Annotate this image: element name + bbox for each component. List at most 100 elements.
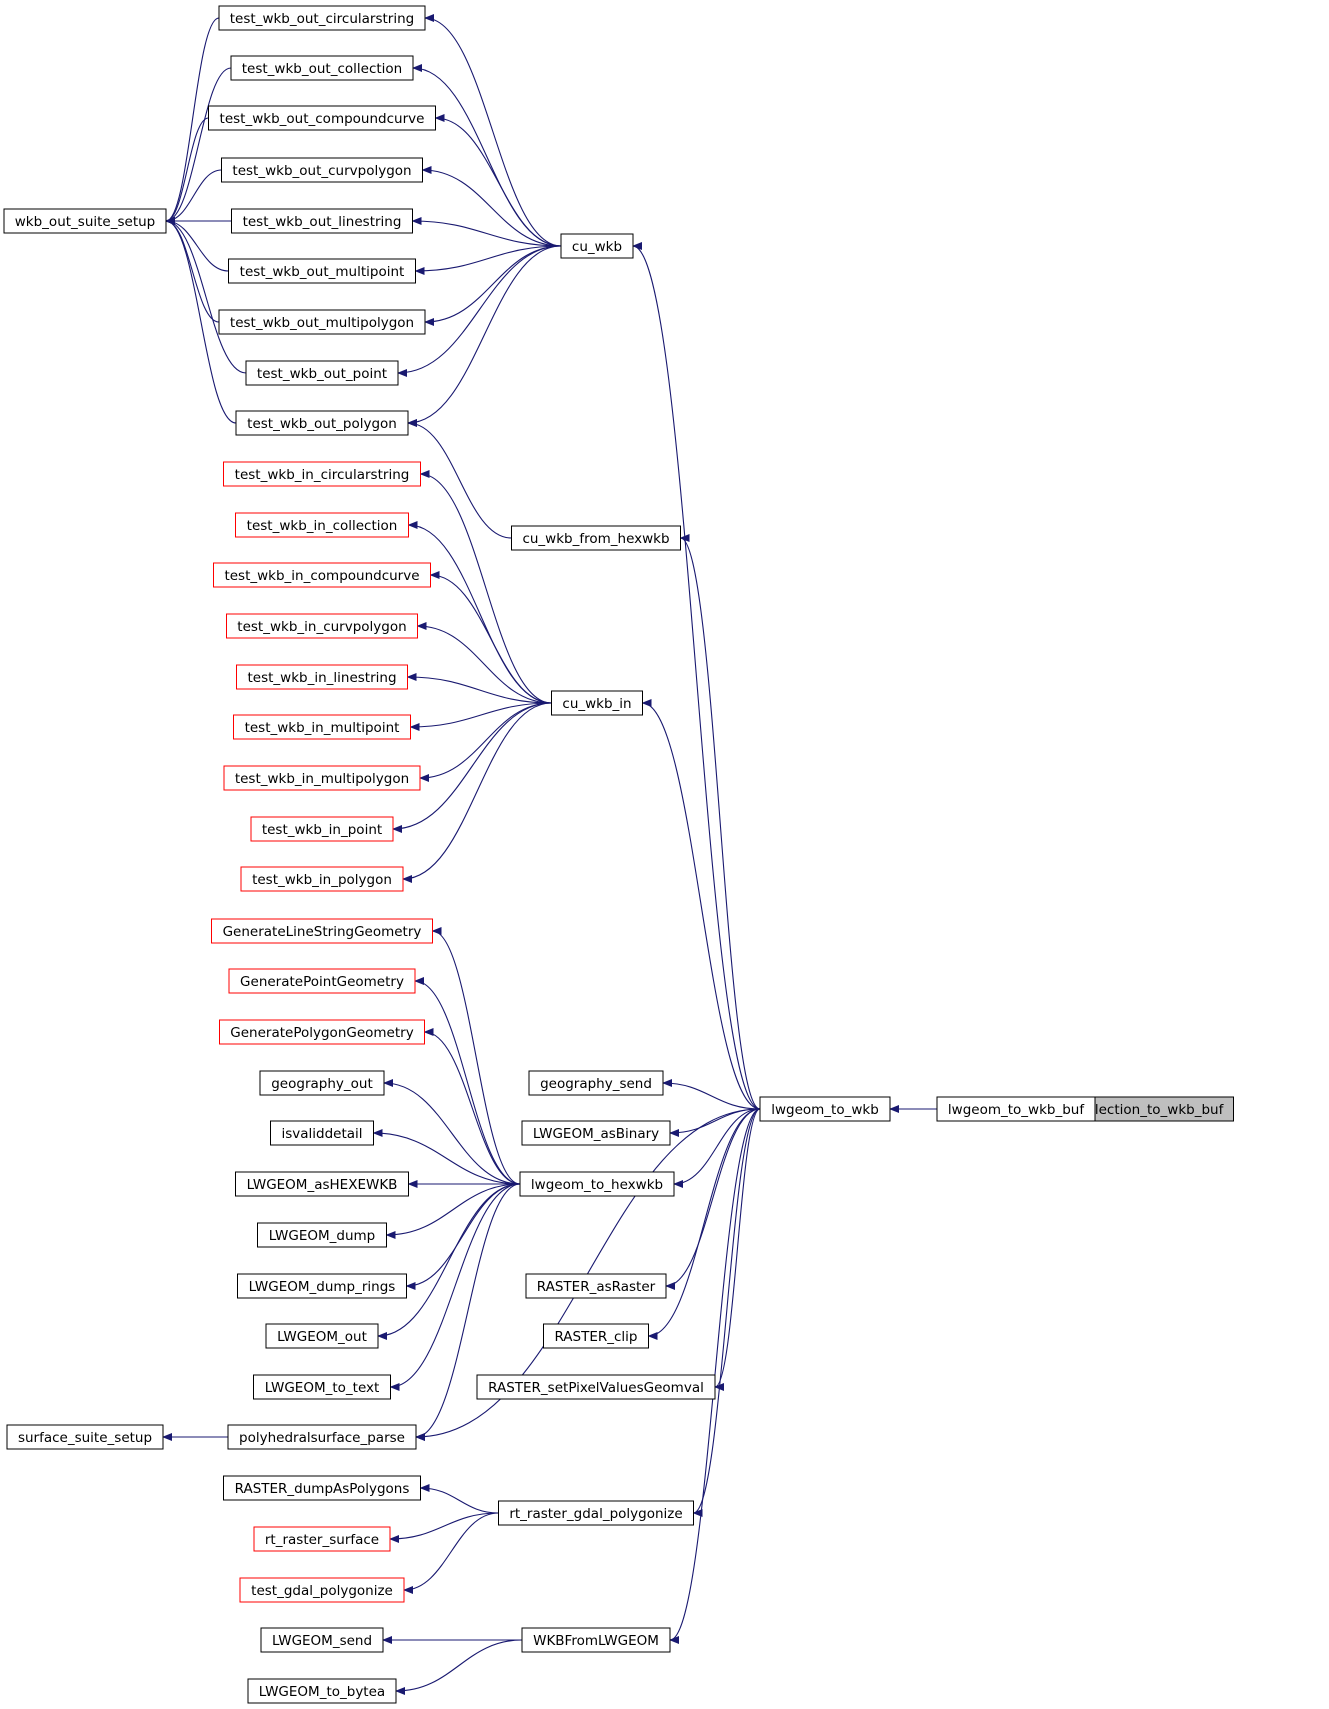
node-test_wkb_out_collection[interactable]: test_wkb_out_collection (230, 55, 414, 81)
node-label: test_wkb_in_compoundcurve (224, 568, 419, 584)
node-cu_wkb_from_hexwkb[interactable]: cu_wkb_from_hexwkb (511, 525, 681, 551)
node-label: test_wkb_out_collection (242, 61, 402, 77)
node-test_wkb_out_linestring[interactable]: test_wkb_out_linestring (231, 208, 413, 234)
edge-rt_raster_gdal_polygonize-to-rt_raster_surface (389, 1512, 499, 1543)
node-label: LWGEOM_asHEXEWKB (247, 1177, 398, 1193)
edge-cu_wkb-to-test_wkb_out_curvpolygon (421, 166, 562, 247)
node-test_wkb_in_circularstring[interactable]: test_wkb_in_circularstring (223, 461, 421, 487)
node-label: polyhedralsurface_parse (239, 1430, 405, 1446)
node-label: test_wkb_in_circularstring (235, 467, 410, 483)
edge-cu_wkb-to-test_wkb_out_collection (412, 64, 562, 247)
node-LWGEOM_to_bytea[interactable]: LWGEOM_to_bytea (247, 1678, 397, 1704)
edge-test_wkb_out_polygon-to-wkb_out_suite_setup (165, 217, 237, 424)
node-test_wkb_in_compoundcurve[interactable]: test_wkb_in_compoundcurve (213, 562, 431, 588)
node-label: geography_out (271, 1076, 373, 1092)
node-label: wkb_out_suite_setup (15, 214, 155, 230)
node-box (759, 1096, 891, 1122)
node-test_wkb_out_multipolygon[interactable]: test_wkb_out_multipolygon (218, 309, 426, 335)
node-test_wkb_in_multipolygon[interactable]: test_wkb_in_multipolygon (223, 765, 421, 791)
node-test_wkb_out_polygon[interactable]: test_wkb_out_polygon (235, 410, 409, 436)
edge-lwgeom_to_hexwkb-to-isvaliddetail (372, 1129, 521, 1185)
node-box (519, 1171, 675, 1197)
node-test_wkb_in_curvpolygon[interactable]: test_wkb_in_curvpolygon (226, 613, 418, 639)
edge-test_wkb_out_multipolygon-to-wkb_out_suite_setup (165, 217, 220, 323)
node-test_wkb_out_circularstring[interactable]: test_wkb_out_circularstring (218, 5, 426, 31)
node-RASTER_clip[interactable]: RASTER_clip (543, 1323, 649, 1349)
node-box (235, 1171, 409, 1197)
node-lwgeom_to_wkb[interactable]: lwgeom_to_wkb (759, 1096, 891, 1122)
node-isvaliddetail[interactable]: isvaliddetail (270, 1120, 374, 1146)
edge-lwgeom_to_hexwkb-to-geography_out (383, 1079, 521, 1185)
node-test_wkb_in_multipoint[interactable]: test_wkb_in_multipoint (233, 714, 411, 740)
node-box (211, 918, 433, 944)
node-label: rt_raster_gdal_polygonize (509, 1506, 682, 1522)
node-test_wkb_in_point[interactable]: test_wkb_in_point (250, 816, 394, 842)
edge-lwgeom_to_hexwkb-to-GeneratePointGeometry (414, 977, 521, 1185)
node-box (219, 1019, 425, 1045)
node-test_wkb_out_curvpolygon[interactable]: test_wkb_out_curvpolygon (221, 157, 423, 183)
edge-cu_wkb_in-to-test_wkb_in_collection (407, 521, 552, 704)
edge-test_wkb_out_circularstring-to-wkb_out_suite_setup (165, 17, 220, 225)
edge-lwgeom_to_hexwkb-to-GenerateLineStringGeometry (431, 927, 521, 1185)
node-test_wkb_in_linestring[interactable]: test_wkb_in_linestring (236, 664, 408, 690)
node-GeneratePointGeometry[interactable]: GeneratePointGeometry (228, 968, 416, 994)
node-surface_suite_setup[interactable]: surface_suite_setup (6, 1424, 164, 1450)
node-box (223, 461, 421, 487)
node-polyhedralsurface_parse[interactable]: polyhedralsurface_parse (227, 1424, 417, 1450)
node-geography_send[interactable]: geography_send (528, 1070, 664, 1096)
edge-cu_wkb_in-to-test_wkb_in_point (392, 702, 552, 833)
node-box (250, 816, 394, 842)
node-box (231, 208, 413, 234)
node-RASTER_asRaster[interactable]: RASTER_asRaster (525, 1273, 667, 1299)
node-box (213, 562, 431, 588)
node-wkb_out_suite_setup[interactable]: wkb_out_suite_setup (3, 208, 167, 234)
node-test_wkb_in_collection[interactable]: test_wkb_in_collection (235, 512, 409, 538)
node-label: GenerateLineStringGeometry (223, 924, 422, 940)
node-test_wkb_out_compoundcurve[interactable]: test_wkb_out_compoundcurve (208, 105, 436, 131)
node-lwgeom_to_wkb_buf[interactable]: lwgeom_to_wkb_buf (936, 1096, 1096, 1122)
node-test_wkb_in_polygon[interactable]: test_wkb_in_polygon (240, 866, 404, 892)
node-LWGEOM_dump[interactable]: LWGEOM_dump (257, 1222, 387, 1248)
node-LWGEOM_send[interactable]: LWGEOM_send (260, 1627, 384, 1653)
node-LWGEOM_dump_rings[interactable]: LWGEOM_dump_rings (237, 1273, 407, 1299)
node-label: isvaliddetail (281, 1126, 362, 1142)
node-label: LWGEOM_dump_rings (249, 1279, 396, 1295)
node-LWGEOM_to_text[interactable]: LWGEOM_to_text (253, 1374, 391, 1400)
node-test_wkb_out_multipoint[interactable]: test_wkb_out_multipoint (228, 258, 416, 284)
node-label: geography_send (540, 1076, 652, 1092)
node-test_wkb_out_point[interactable]: test_wkb_out_point (245, 360, 399, 386)
node-box (521, 1120, 671, 1146)
node-rt_raster_gdal_polygonize[interactable]: rt_raster_gdal_polygonize (498, 1500, 694, 1526)
node-label: GeneratePointGeometry (240, 974, 404, 990)
node-box (226, 613, 418, 639)
node-LWGEOM_asHEXEWKB[interactable]: LWGEOM_asHEXEWKB (235, 1171, 409, 1197)
node-label: test_wkb_out_multipoint (240, 264, 405, 280)
edge-cu_wkb_in-to-test_wkb_in_linestring (406, 673, 552, 704)
node-lwgeom_to_hexwkb[interactable]: lwgeom_to_hexwkb (519, 1171, 675, 1197)
node-label: LWGEOM_asBinary (533, 1126, 659, 1142)
node-label: test_wkb_out_point (257, 366, 387, 382)
node-RASTER_setPixelValuesGeomval[interactable]: RASTER_setPixelValuesGeomval (476, 1374, 716, 1400)
node-box (528, 1070, 664, 1096)
node-LWGEOM_out[interactable]: LWGEOM_out (265, 1323, 379, 1349)
node-box (236, 664, 408, 690)
node-rt_raster_surface[interactable]: rt_raster_surface (253, 1526, 391, 1552)
node-label: cu_wkb (572, 239, 622, 255)
edge-lwgeom_to_wkb-to-cu_wkb (632, 242, 761, 1110)
node-test_gdal_polygonize[interactable]: test_gdal_polygonize (239, 1577, 405, 1603)
node-label: test_wkb_in_linestring (247, 670, 396, 686)
node-RASTER_dumpAsPolygons[interactable]: RASTER_dumpAsPolygons (223, 1475, 421, 1501)
node-GeneratePolygonGeometry[interactable]: GeneratePolygonGeometry (219, 1019, 425, 1045)
edge-lwgeom_to_wkb-to-RASTER_clip (647, 1108, 761, 1340)
edge-lwgeom_to_wkb-to-rt_raster_gdal_polygonize (692, 1108, 761, 1517)
node-box (233, 714, 411, 740)
node-cu_wkb[interactable]: cu_wkb (560, 233, 634, 259)
node-cu_wkb_in[interactable]: cu_wkb_in (551, 690, 643, 716)
node-LWGEOM_asBinary[interactable]: LWGEOM_asBinary (521, 1120, 671, 1146)
node-WKBFromLWGEOM[interactable]: WKBFromLWGEOM (521, 1627, 671, 1653)
node-geography_out[interactable]: geography_out (259, 1070, 385, 1096)
node-label: test_wkb_in_multipolygon (235, 771, 409, 787)
edge-lwgeom_to_wkb-to-RASTER_setPixelValuesGeomval (714, 1108, 761, 1391)
edge-cu_wkb_in-to-test_wkb_in_multipolygon (419, 702, 552, 782)
node-GenerateLineStringGeometry[interactable]: GenerateLineStringGeometry (211, 918, 433, 944)
